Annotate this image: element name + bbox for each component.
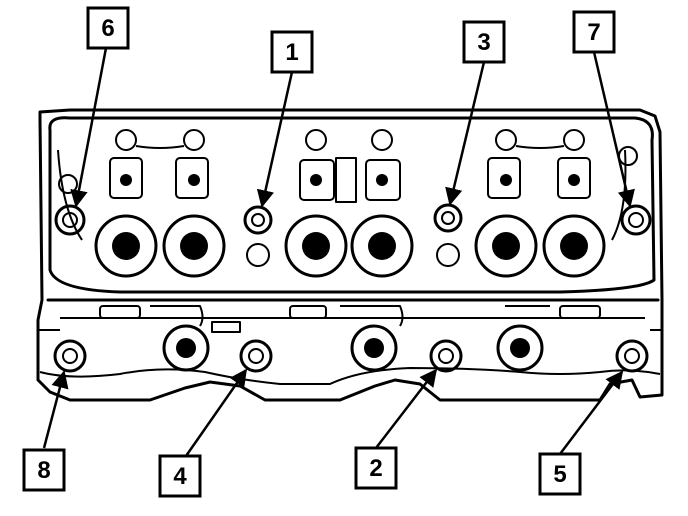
leader-arrows bbox=[42, 47, 635, 457]
bolt-hole-4 bbox=[239, 339, 273, 373]
bolt-hole-1 bbox=[243, 205, 273, 235]
callout-label-5: 5 bbox=[553, 461, 566, 488]
callout-5: 5 bbox=[538, 452, 582, 496]
leader-arrow-1 bbox=[256, 71, 294, 208]
bolt-hole-3 bbox=[433, 203, 463, 233]
callout-label-1: 1 bbox=[285, 39, 298, 66]
leader-arrow-3 bbox=[445, 61, 486, 206]
bolt-hole-7 bbox=[620, 204, 652, 236]
callout-label-7: 7 bbox=[587, 19, 600, 46]
spark-plug-boss bbox=[350, 324, 398, 372]
callout-label-8: 8 bbox=[37, 457, 50, 484]
bolt-hole-6 bbox=[54, 204, 86, 236]
cylinder-head-body bbox=[36, 108, 664, 402]
callout-8: 8 bbox=[22, 448, 66, 492]
callout-7: 7 bbox=[572, 10, 616, 54]
callout-4: 4 bbox=[158, 454, 202, 498]
leader-arrow-8 bbox=[42, 370, 69, 449]
lower-ports bbox=[99, 305, 601, 372]
bolt-hole-5 bbox=[615, 339, 649, 373]
callout-label-4: 4 bbox=[173, 463, 187, 490]
valve-pads bbox=[58, 129, 638, 203]
spark-plug-boss bbox=[496, 324, 544, 372]
callout-label-3: 3 bbox=[477, 29, 490, 56]
bolt-holes bbox=[53, 203, 652, 373]
callout-1: 1 bbox=[270, 30, 314, 74]
callout-3: 3 bbox=[462, 20, 506, 64]
bolt-hole-8 bbox=[53, 339, 87, 373]
callout-2: 2 bbox=[354, 446, 398, 490]
callout-label-2: 2 bbox=[369, 455, 382, 482]
leader-arrow-4 bbox=[184, 368, 248, 457]
callouts: 6 1 3 7 8 4 2 5 bbox=[22, 6, 616, 498]
valve-seats bbox=[94, 214, 606, 278]
leader-arrow-6 bbox=[70, 47, 108, 208]
leader-arrow-2 bbox=[375, 368, 438, 449]
callout-6: 6 bbox=[86, 6, 130, 50]
callout-label-6: 6 bbox=[101, 15, 114, 42]
spark-plug-boss bbox=[162, 324, 210, 372]
leader-arrow-7 bbox=[592, 51, 635, 208]
leader-arrow-5 bbox=[559, 370, 624, 455]
bolt-hole-2 bbox=[429, 339, 463, 373]
